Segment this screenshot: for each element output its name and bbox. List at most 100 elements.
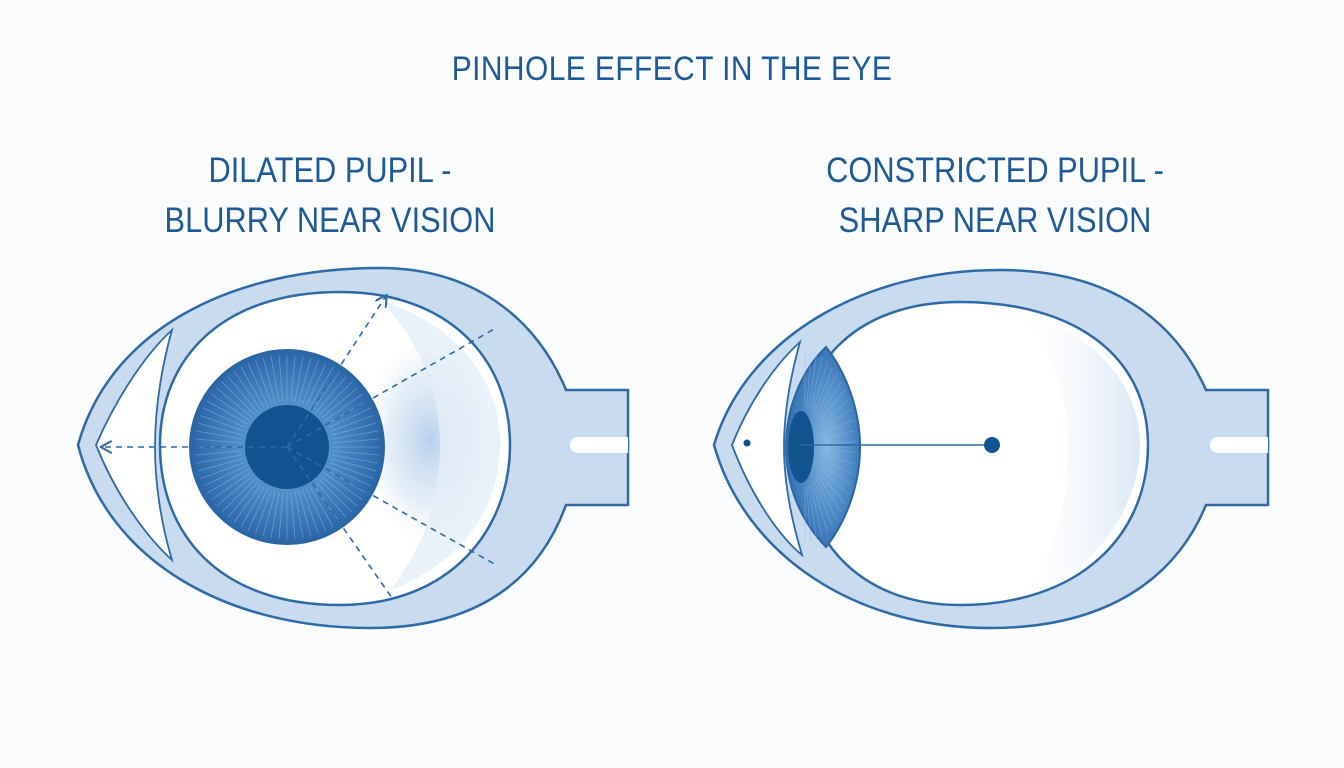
iris-fiber — [195, 438, 242, 444]
iris-fiber — [196, 454, 242, 464]
iris-fiber — [247, 488, 268, 531]
iris-fiber — [816, 474, 842, 513]
iris-fiber — [820, 458, 854, 475]
iris-fiber — [211, 473, 250, 501]
iris-fiber — [216, 387, 253, 418]
iris-fiber — [211, 393, 250, 421]
iris-fiber — [818, 399, 849, 428]
iris-fiber — [332, 454, 378, 464]
iris-fiber — [819, 409, 852, 432]
iris-fiber — [324, 393, 363, 421]
iris-fiber — [813, 367, 833, 414]
iris-fiber — [294, 356, 304, 402]
iris-fiber — [309, 367, 334, 408]
caption-constricted-line-2: SHARP NEAR VISION — [838, 201, 1152, 240]
iris-fiber — [319, 381, 353, 415]
iris-fiber — [216, 476, 253, 507]
iris-fiber — [309, 486, 334, 527]
iris-fiber — [316, 481, 347, 518]
iris-fiber — [810, 357, 823, 410]
iris-fiber — [233, 484, 261, 523]
light-rays-dilated — [102, 296, 499, 599]
iris-fiber — [814, 477, 838, 520]
iris-fiber — [306, 488, 327, 531]
iris-fiber — [820, 448, 855, 453]
iris-fiber — [811, 482, 828, 532]
iris-fiber — [806, 486, 812, 542]
iris-fiber — [298, 358, 312, 403]
iris-fiber — [816, 381, 842, 420]
caption-dilated-line-1: DILATED PUPIL - — [208, 151, 452, 190]
iris-fiber — [255, 360, 272, 404]
caption-dilated-pupil: DILATED PUPIL - BLURRY NEAR VISION — [84, 146, 577, 246]
iris-fiber — [298, 491, 312, 536]
iris-fiber — [319, 479, 353, 513]
iris-fiber — [200, 415, 244, 432]
iris-fiber — [221, 381, 255, 415]
corneal-light-dot — [743, 439, 751, 447]
iris-fiber — [331, 458, 376, 472]
iris-fiber — [247, 363, 268, 406]
iris-fiber — [321, 476, 358, 507]
iris-fiber — [810, 484, 823, 537]
eye-dilated — [76, 266, 630, 630]
iris-fiber — [330, 462, 374, 479]
iris-constricted — [784, 345, 862, 549]
iris-fiber — [227, 481, 258, 518]
iris-texture-left — [195, 355, 379, 539]
iris-fiber — [294, 492, 304, 538]
iris-fiber — [203, 466, 246, 487]
diagram-title: PINHOLE EFFECT IN THE EYE — [451, 50, 893, 88]
iris-fiber — [278, 355, 284, 402]
iris-fiber — [814, 374, 838, 417]
caption-dilated-line-2: BLURRY NEAR VISION — [164, 201, 496, 240]
iris-fiber — [328, 466, 371, 487]
iris-fiber — [240, 486, 265, 527]
iris-fiber — [290, 492, 296, 539]
light-ray-lower — [286, 446, 393, 599]
iris-fiber — [328, 407, 371, 428]
eye-constricted — [712, 268, 1270, 630]
iris-fiber — [203, 407, 246, 428]
iris-fiber — [270, 356, 280, 402]
iris-fiber — [808, 354, 817, 409]
iris-fiber — [316, 376, 347, 413]
focal-point — [984, 437, 1000, 453]
lens-shading-right — [1010, 310, 1140, 598]
cornea-left — [95, 327, 174, 563]
iris-fiber — [270, 492, 280, 538]
iris-fiber — [302, 490, 319, 534]
iris-fiber — [819, 462, 852, 485]
iris-fiber — [817, 470, 846, 504]
cornea-right — [731, 339, 804, 558]
iris-fiber — [198, 458, 243, 472]
iris-fiber — [313, 371, 341, 410]
iris-texture-right — [804, 352, 855, 542]
lens-shading-left — [380, 300, 500, 590]
iris-fiber — [207, 469, 248, 494]
iris-fiber — [811, 362, 828, 412]
iris-fiber — [207, 400, 248, 425]
iris-fiber — [262, 358, 276, 403]
pupil-constricted — [788, 411, 814, 483]
iris-fiber — [255, 490, 272, 534]
iris-fiber — [332, 450, 379, 456]
iris-fiber — [227, 376, 258, 413]
caption-constricted-line-1: CONSTRICTED PUPIL - — [826, 151, 1164, 190]
iris-fiber — [233, 371, 261, 410]
iris-fiber — [195, 450, 242, 456]
light-ray-lower-outer — [286, 446, 499, 567]
iris-fiber — [302, 360, 319, 404]
iris-fiber — [332, 430, 378, 440]
iris-fiber — [331, 422, 376, 436]
optic-nerve-slit-left — [570, 437, 628, 453]
iris-fiber — [813, 480, 833, 527]
iris-fiber — [332, 438, 379, 444]
iris-fiber — [196, 430, 242, 440]
iris-fiber — [820, 419, 854, 436]
optic-nerve-slit-right — [1210, 437, 1268, 453]
iris-fiber — [330, 415, 374, 432]
iris-fiber — [820, 453, 855, 464]
